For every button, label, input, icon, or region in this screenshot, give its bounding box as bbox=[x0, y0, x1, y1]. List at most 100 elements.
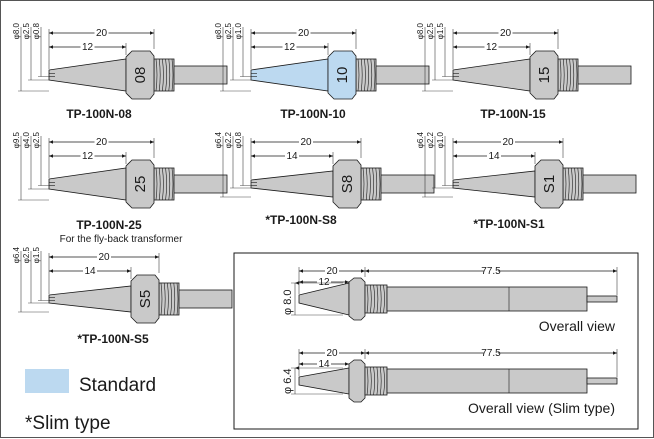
nozzle-hex bbox=[125, 50, 155, 100]
diameter-label: φ1.0 bbox=[234, 22, 243, 39]
nozzle-code: 25 bbox=[132, 176, 149, 193]
dimension-label: 14 bbox=[318, 359, 330, 370]
dimension-label: 77.5 bbox=[481, 266, 501, 277]
overall-cone bbox=[298, 367, 350, 395]
diameter-label: φ2.5 bbox=[426, 22, 435, 39]
overall-diameter: φ 8.0 bbox=[282, 290, 294, 315]
nozzle-cone bbox=[250, 58, 329, 92]
nozzle-tube bbox=[171, 174, 228, 194]
overall-hex bbox=[348, 277, 366, 321]
diameter-label: φ2.5 bbox=[224, 22, 233, 39]
diameter-label: φ1.5 bbox=[436, 22, 445, 39]
nozzle-caption: *TP-100N-S1 bbox=[473, 217, 545, 231]
diameter-label: φ8.0 bbox=[416, 22, 425, 39]
nozzle-tube bbox=[171, 65, 228, 85]
nozzle-hex bbox=[327, 50, 357, 100]
nozzle-cone bbox=[48, 285, 132, 313]
dimension-label: 20 bbox=[300, 137, 312, 148]
diameter-label: φ9.5 bbox=[12, 131, 21, 148]
dimension-label: 20 bbox=[502, 137, 514, 148]
dimension-label: 20 bbox=[326, 266, 338, 277]
dimension-label: 20 bbox=[96, 137, 108, 148]
overall-barrel bbox=[386, 368, 588, 394]
diameter-label: φ6.4 bbox=[416, 131, 425, 148]
dimension-label: 20 bbox=[500, 28, 512, 39]
diameter-label: φ4.0 bbox=[22, 131, 31, 148]
overall-view-frame bbox=[233, 252, 639, 430]
nozzle-cone bbox=[452, 58, 531, 92]
nozzle-caption: TP-100N-25 bbox=[76, 218, 142, 232]
overall-pin bbox=[586, 377, 618, 385]
overall-diameter: φ 6.4 bbox=[282, 369, 294, 394]
nozzle-tube bbox=[373, 65, 430, 85]
diameter-label: φ6.4 bbox=[12, 246, 21, 263]
dimension-label: 12 bbox=[82, 42, 94, 53]
nozzle-hex bbox=[332, 159, 362, 209]
diameter-label: φ2.5 bbox=[22, 22, 31, 39]
nozzle-tube bbox=[580, 174, 637, 194]
nozzle-code: S5 bbox=[137, 290, 154, 308]
nozzle-cone bbox=[48, 58, 127, 92]
nozzle-code: 10 bbox=[334, 67, 351, 84]
diameter-label: φ0.8 bbox=[234, 131, 243, 148]
nozzle-caption: *TP-100N-S8 bbox=[265, 213, 337, 227]
overall-view-label: Overall view bbox=[539, 318, 616, 334]
dimension-label: 12 bbox=[82, 151, 94, 162]
overall-pin bbox=[586, 295, 618, 303]
dimension-label: 12 bbox=[318, 277, 330, 288]
nozzle-note: For the fly-back transformer bbox=[60, 234, 183, 245]
nozzle-hex bbox=[125, 159, 155, 209]
dimension-label: 14 bbox=[286, 151, 298, 162]
overall-hex bbox=[348, 359, 366, 403]
nozzle-code: S1 bbox=[541, 175, 558, 193]
nozzle-code: 08 bbox=[132, 67, 149, 84]
overall-view-label: Overall view (Slim type) bbox=[468, 400, 615, 416]
dimension-label: 14 bbox=[488, 151, 500, 162]
diameter-label: φ1.5 bbox=[32, 246, 41, 263]
nozzle-code: S8 bbox=[339, 175, 356, 193]
diameter-label: φ2.2 bbox=[426, 131, 435, 148]
nozzle-caption: TP-100N-10 bbox=[280, 107, 346, 121]
dimension-label: 12 bbox=[486, 42, 498, 53]
dimension-label: 20 bbox=[96, 28, 108, 39]
nozzle-tube bbox=[378, 174, 435, 194]
standard-legend-label: Standard bbox=[79, 375, 156, 396]
dimension-label: 12 bbox=[284, 42, 296, 53]
slim-legend-label: *Slim type bbox=[25, 413, 111, 434]
diameter-label: φ8.0 bbox=[214, 22, 223, 39]
nozzle-caption: *TP-100N-S5 bbox=[77, 332, 149, 346]
overall-barrel bbox=[386, 286, 588, 312]
nozzle-caption: TP-100N-08 bbox=[66, 107, 132, 121]
dimension-label: 20 bbox=[326, 348, 338, 359]
nozzle-hex bbox=[130, 274, 160, 324]
diameter-label: φ6.4 bbox=[214, 131, 223, 148]
diameter-label: φ2.2 bbox=[224, 131, 233, 148]
standard-swatch bbox=[25, 369, 69, 393]
nozzle-tube bbox=[176, 289, 233, 309]
nozzle-tube bbox=[575, 65, 632, 85]
diameter-label: φ8.0 bbox=[12, 22, 21, 39]
dimension-label: 20 bbox=[298, 28, 310, 39]
nozzle-code: 15 bbox=[536, 67, 553, 84]
nozzle-cone bbox=[250, 170, 334, 198]
diameter-label: φ2.5 bbox=[22, 246, 31, 263]
nozzle-cone bbox=[48, 167, 127, 201]
diameter-label: φ0.8 bbox=[32, 22, 41, 39]
diameter-label: φ2.5 bbox=[32, 131, 41, 148]
nozzle-caption: TP-100N-15 bbox=[480, 107, 546, 121]
diameter-label: φ1.0 bbox=[436, 131, 445, 148]
dimension-label: 77.5 bbox=[481, 348, 501, 359]
nozzle-hex bbox=[534, 159, 564, 209]
dimension-label: 20 bbox=[98, 252, 110, 263]
